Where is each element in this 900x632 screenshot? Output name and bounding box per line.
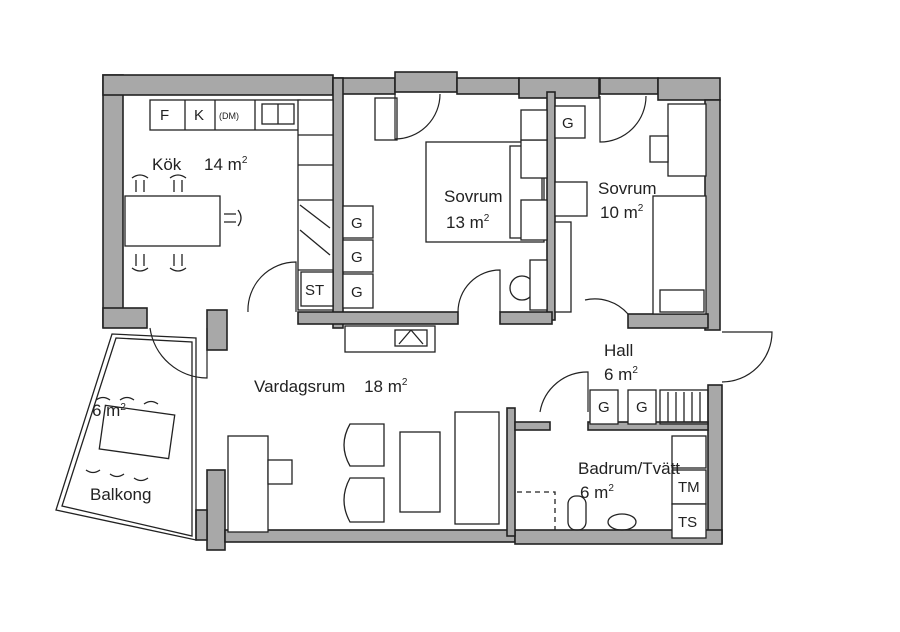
living-room-label: Vardagsrum 18 m2 (254, 377, 408, 396)
balcony-area-sup: 2 (120, 402, 126, 413)
hall-area-label: 6 m2 (604, 365, 638, 384)
kitchen-name: Kök (152, 155, 182, 174)
wardrobe-label-5: G (598, 399, 610, 416)
living-room: Vardagsrum 18 m2 (227, 325, 500, 533)
kitchen-label: Kök 14 m2 (152, 155, 248, 174)
bedroom2-area: 10 m (600, 203, 638, 222)
bedroom2-area-sup: 2 (638, 203, 644, 214)
dryer-label: TM (678, 479, 700, 496)
balcony-area-label: 6 m2 (92, 401, 126, 420)
kitchen: F K (DM) Kök 14 m2 (124, 99, 334, 311)
wardrobe-label-3: G (351, 284, 363, 301)
kitchen-area: 14 m (204, 155, 242, 174)
bathroom-area-sup: 2 (608, 483, 614, 494)
bedroom1-area-sup: 2 (484, 213, 490, 224)
bathroom-area-label: 6 m2 (580, 483, 614, 502)
doors (149, 93, 773, 413)
walls (102, 71, 723, 551)
bedroom-2: G Sovrum 10 m2 (554, 103, 707, 315)
kitchen-area-sup: 2 (242, 155, 248, 166)
balcony-area: 6 m (92, 401, 120, 420)
bedroom2-area-label: 10 m2 (600, 203, 644, 222)
bathroom-name: Badrum/Tvätt (578, 459, 680, 478)
wardrobe-label-2: G (351, 249, 363, 266)
bathroom: TM TS Badrum/Tvätt 6 m2 (517, 435, 707, 539)
fridge-label: F (160, 107, 169, 124)
hall-area-sup: 2 (632, 365, 638, 376)
hall-area: 6 m (604, 365, 632, 384)
living-room-area-sup: 2 (402, 377, 408, 388)
dishwasher-label: (DM) (219, 111, 239, 121)
closets: G G G ST (300, 205, 374, 309)
wardrobe-label-1: G (351, 215, 363, 232)
wardrobe-label-4: G (562, 115, 574, 132)
storage-label: ST (305, 282, 324, 299)
living-room-name: Vardagsrum (254, 377, 345, 396)
balcony-name: Balkong (90, 485, 151, 504)
hall: G G Hall 6 m2 (589, 341, 709, 425)
bedroom-1: Sovrum 13 m2 (374, 97, 548, 311)
drying-cabinet-label: TS (678, 514, 697, 531)
bedroom1-name: Sovrum (444, 187, 503, 206)
bedroom2-name: Sovrum (598, 179, 657, 198)
bedroom1-area-label: 13 m2 (446, 213, 490, 232)
wardrobe-label-6: G (636, 399, 648, 416)
bedroom1-area: 13 m (446, 213, 484, 232)
bathroom-area: 6 m (580, 483, 608, 502)
balcony: 6 m2 Balkong (55, 333, 197, 541)
freezer-label: K (194, 107, 204, 124)
hall-name: Hall (604, 341, 633, 360)
living-room-area: 18 m (364, 377, 402, 396)
